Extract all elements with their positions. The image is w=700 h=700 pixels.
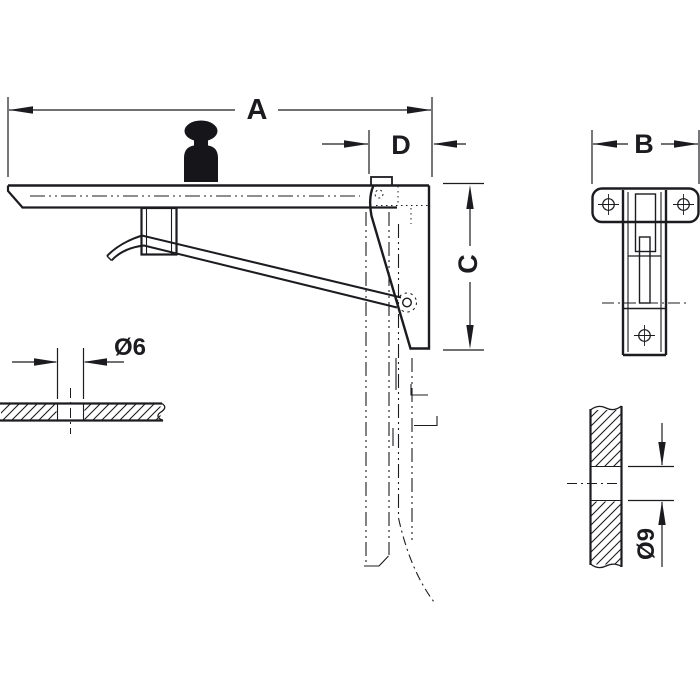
weight-icon xyxy=(184,120,218,182)
arrowhead-right-icon xyxy=(34,358,58,366)
pivot-hidden-circle xyxy=(397,292,417,313)
slot xyxy=(634,193,657,253)
fold-direction-arc xyxy=(397,517,435,603)
break-line-top xyxy=(590,405,622,411)
dim-d-label: D xyxy=(391,130,411,160)
arrowhead-right-icon xyxy=(344,140,368,148)
hatch-left xyxy=(1,404,57,420)
arrowhead-down-icon xyxy=(466,325,474,349)
screw-hole-right xyxy=(673,194,694,215)
section-tabletop: Ø6 xyxy=(0,334,166,434)
front-view xyxy=(591,187,700,357)
side-view xyxy=(6,120,438,603)
brace-end-cut xyxy=(106,255,112,261)
dim-b-label: B xyxy=(634,129,654,159)
screw-hole-bottom xyxy=(634,325,655,346)
pivot-point xyxy=(402,297,413,308)
hidden-hole xyxy=(374,189,384,199)
folded-position-phantom xyxy=(364,212,438,603)
arrowhead-left-icon xyxy=(83,358,107,366)
folded-catch-step-2 xyxy=(414,416,438,427)
slider-bar xyxy=(638,236,651,304)
arrowhead-left-icon xyxy=(9,106,33,114)
arrowhead-left-icon xyxy=(593,140,617,148)
dimension-b: B xyxy=(591,129,700,184)
hatch-top xyxy=(591,410,621,466)
dim-c-label: C xyxy=(453,254,483,274)
arrowhead-up-icon xyxy=(658,501,666,525)
tabletop-bottom-edge xyxy=(6,185,397,209)
wall-plate-front xyxy=(591,187,700,224)
dim-d6-label: Ø6 xyxy=(114,334,146,361)
wall-plate-outline xyxy=(368,185,431,350)
break-line-bottom xyxy=(590,563,622,569)
arrowhead-up-icon xyxy=(466,185,474,209)
arrowhead-right-icon xyxy=(674,140,698,148)
break-line xyxy=(157,402,166,422)
dim-d9-label: Ø9 xyxy=(633,528,660,560)
dimension-a: A xyxy=(7,94,433,177)
arrowhead-left-icon xyxy=(433,140,457,148)
arrowhead-right-icon xyxy=(407,106,431,114)
hatch-right xyxy=(84,404,161,420)
hatch-bottom xyxy=(591,501,621,565)
brace-upper-edge xyxy=(106,234,402,299)
dim-a-label: A xyxy=(247,94,268,126)
dimension-c: C xyxy=(443,182,484,351)
dimension-d: D xyxy=(322,130,466,174)
folded-table-end xyxy=(364,555,389,567)
mounting-block xyxy=(140,206,178,256)
arrowhead-down-icon xyxy=(658,442,666,466)
top-tab xyxy=(370,176,393,187)
folded-catch-step-1 xyxy=(410,384,428,396)
section-wall: Ø9 xyxy=(567,405,674,569)
brace-lower-edge xyxy=(110,244,398,309)
screw-hole-left xyxy=(598,194,619,215)
